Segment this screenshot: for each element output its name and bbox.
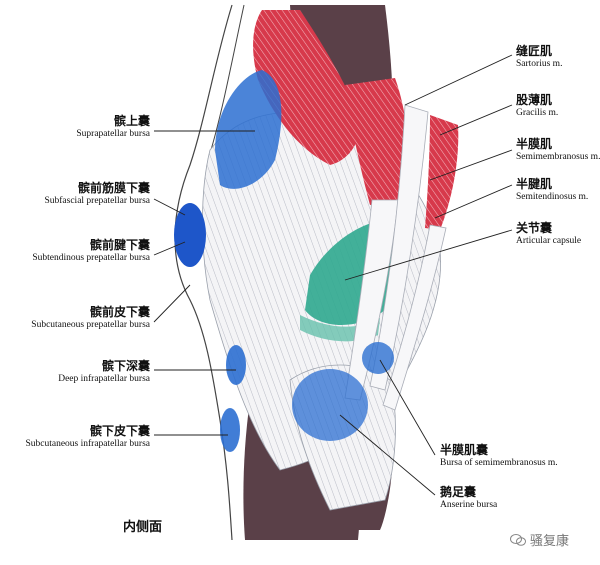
label-sartorius-cn: 缝匠肌 (516, 44, 553, 58)
quadriceps-red (253, 10, 361, 165)
label-gracilis: 股薄肌 Gracilis m. (516, 93, 600, 119)
label-subfascial-prepatellar-en: Subfascial prepatellar bursa (44, 195, 150, 206)
label-suprapatellar-bursa: 髌上囊 Suprapatellar bursa (20, 114, 150, 140)
label-sartorius: 缝匠肌 Sartorius m. (516, 44, 600, 70)
anserine-bursa-shape (292, 369, 368, 441)
label-deep-infrapatellar-en: Deep infrapatellar bursa (58, 373, 150, 384)
label-semitendinosus: 半腱肌 Semitendinosus m. (516, 177, 600, 203)
label-semimembranosus: 半膜肌 Semimembranosus m. (516, 137, 600, 163)
label-gracilis-cn: 股薄肌 (516, 93, 553, 107)
label-articular-capsule-en: Articular capsule (516, 235, 582, 246)
watermark: 骚复康 (510, 530, 569, 549)
label-sartorius-en: Sartorius m. (516, 58, 563, 69)
semimembranosus-red (425, 115, 459, 230)
label-semitendinosus-en: Semitendinosus m. (516, 191, 589, 202)
label-deep-infrapatellar-bursa: 髌下深囊 Deep infrapatellar bursa (20, 359, 150, 385)
label-subcutaneous-infrapatellar-en: Subcutaneous infrapatellar bursa (25, 438, 150, 449)
label-subcutaneous-prepatellar-cn: 髌前皮下囊 (89, 305, 150, 319)
label-bursa-semimembranosus-cn: 半膜肌囊 (440, 443, 489, 457)
label-subfascial-prepatellar-cn: 髌前筋膜下囊 (77, 181, 150, 195)
subfascial-prepatellar-bursa-shape (174, 203, 206, 267)
label-semimembranosus-en: Semimembranosus m. (516, 151, 600, 162)
suprapatellar-bursa-shape (215, 70, 282, 189)
label-subcutaneous-infrapatellar-bursa: 髌下皮下囊 Subcutaneous infrapatellar bursa (0, 424, 150, 450)
chat-bubble-icon (510, 533, 526, 546)
label-anserine-cn: 鹅足囊 (440, 485, 477, 499)
subcutaneous-infrapatellar-bursa-shape (220, 408, 240, 452)
sartorius-red (345, 78, 408, 205)
semimembranosus-bursa-shape (362, 342, 394, 374)
label-subtendinous-prepatellar-en: Subtendinous prepatellar bursa (32, 252, 150, 263)
label-articular-capsule: 关节囊 Articular capsule (516, 221, 600, 247)
skin-outline (174, 4, 233, 541)
label-subcutaneous-infrapatellar-cn: 髌下皮下囊 (89, 424, 150, 438)
label-subtendinous-prepatellar-bursa: 髌前腱下囊 Subtendinous prepatellar bursa (5, 238, 150, 264)
view-caption: 内侧面 (123, 520, 163, 535)
watermark-text: 骚复康 (530, 534, 570, 549)
label-bursa-semimembranosus-en: Bursa of semimembranosus m. (440, 457, 558, 468)
label-gracilis-en: Gracilis m. (516, 107, 559, 118)
leader-lines-left (153, 130, 255, 436)
label-subcutaneous-prepatellar-bursa: 髌前皮下囊 Subcutaneous prepatellar bursa (5, 305, 150, 331)
label-suprapatellar-en: Suprapatellar bursa (76, 128, 150, 139)
skin-outline-inner (207, 4, 245, 161)
label-deep-infrapatellar-cn: 髌下深囊 (101, 359, 150, 373)
label-subcutaneous-prepatellar-en: Subcutaneous prepatellar bursa (31, 319, 150, 330)
label-anserine-en: Anserine bursa (440, 499, 498, 510)
leader-lines-right (339, 54, 513, 496)
label-anserine-bursa: 鹅足囊 Anserine bursa (440, 485, 560, 511)
gracilis-tendon (369, 104, 429, 391)
label-suprapatellar-cn: 髌上囊 (113, 114, 150, 128)
label-subtendinous-prepatellar-cn: 髌前腱下囊 (89, 238, 150, 252)
deep-infrapatellar-bursa-shape (226, 345, 246, 385)
label-articular-capsule-cn: 关节囊 (516, 221, 553, 235)
label-bursa-of-semimembranosus: 半膜肌囊 Bursa of semimembranosus m. (440, 443, 600, 469)
label-subfascial-prepatellar-bursa: 髌前筋膜下囊 Subfascial prepatellar bursa (10, 181, 150, 207)
label-semimembranosus-cn: 半膜肌 (516, 137, 553, 151)
label-semitendinosus-cn: 半腱肌 (516, 177, 553, 191)
semitendinosus-tendon (382, 224, 447, 411)
